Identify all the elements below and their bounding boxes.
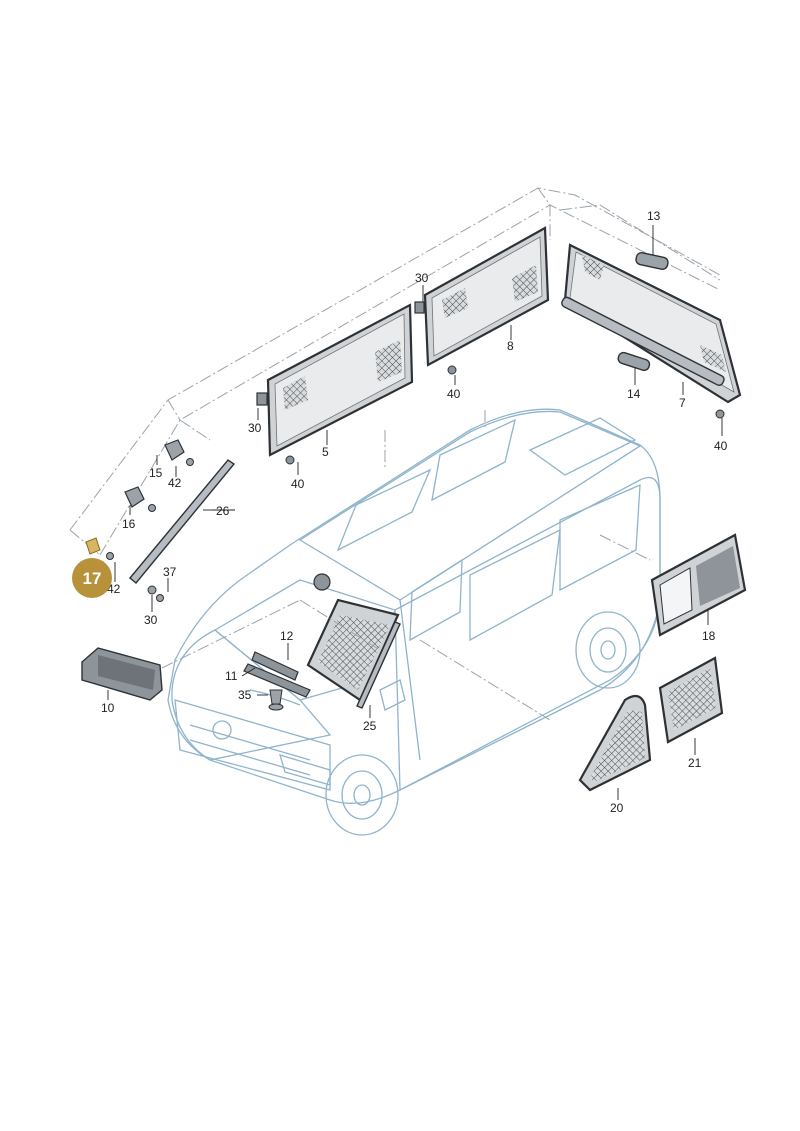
callout-40a: 40	[447, 387, 461, 401]
callout-8: 8	[507, 339, 514, 353]
callout-42a: 42	[168, 476, 182, 490]
callout-11: 11	[225, 669, 238, 683]
callout-37: 37	[163, 565, 177, 579]
part-26-rail	[129, 459, 236, 584]
part-37-bolt	[147, 585, 164, 602]
callout-20: 20	[610, 801, 624, 815]
callout-16: 16	[122, 517, 136, 531]
reference-lines	[161, 410, 651, 721]
highlight-badge-17[interactable]: 17	[72, 558, 112, 598]
fastener-clips	[256, 301, 725, 465]
callout-21: 21	[688, 756, 702, 770]
callout-30b: 30	[248, 421, 262, 435]
callout-40b: 40	[291, 477, 305, 491]
part-12-strip	[243, 651, 311, 698]
part-25-rail	[356, 621, 401, 709]
part-20-screen	[578, 694, 652, 792]
callout-40c: 40	[714, 439, 728, 453]
callout-13: 13	[647, 209, 661, 223]
callout-30c: 30	[144, 613, 158, 627]
callout-5: 5	[322, 445, 329, 459]
callout-12: 12	[280, 629, 294, 643]
callout-25: 25	[363, 719, 377, 733]
part-15-bracket	[164, 439, 194, 466]
callout-26: 26	[216, 504, 230, 518]
part-16-bracket	[124, 486, 156, 512]
part-18-screen	[650, 533, 747, 637]
part-10-console	[81, 647, 163, 701]
callout-10: 10	[101, 701, 115, 715]
part-17-clip	[85, 537, 114, 560]
callout-18: 18	[702, 629, 716, 643]
part-35-knob	[268, 689, 284, 711]
part-21-screen	[658, 656, 724, 744]
callout-7: 7	[679, 396, 686, 410]
callout-14: 14	[627, 387, 641, 401]
badge-label: 17	[83, 569, 102, 588]
roof-outline	[69, 187, 721, 556]
windshield-screen	[306, 573, 400, 702]
part-5-screen	[266, 303, 414, 457]
callout-30a: 30	[415, 271, 429, 285]
callout-labels: 13 30 8 40 30 5 40 14 7 40 15 42 16 26 4…	[101, 209, 728, 815]
callout-15: 15	[149, 466, 163, 480]
part-7-rear-screen	[561, 243, 742, 404]
badge-circle	[72, 558, 112, 598]
leader-lines	[107, 225, 723, 800]
callout-35: 35	[238, 688, 252, 702]
part-8-screen	[423, 226, 550, 367]
part-13-handle	[635, 252, 669, 270]
part-14-handle	[617, 351, 651, 372]
